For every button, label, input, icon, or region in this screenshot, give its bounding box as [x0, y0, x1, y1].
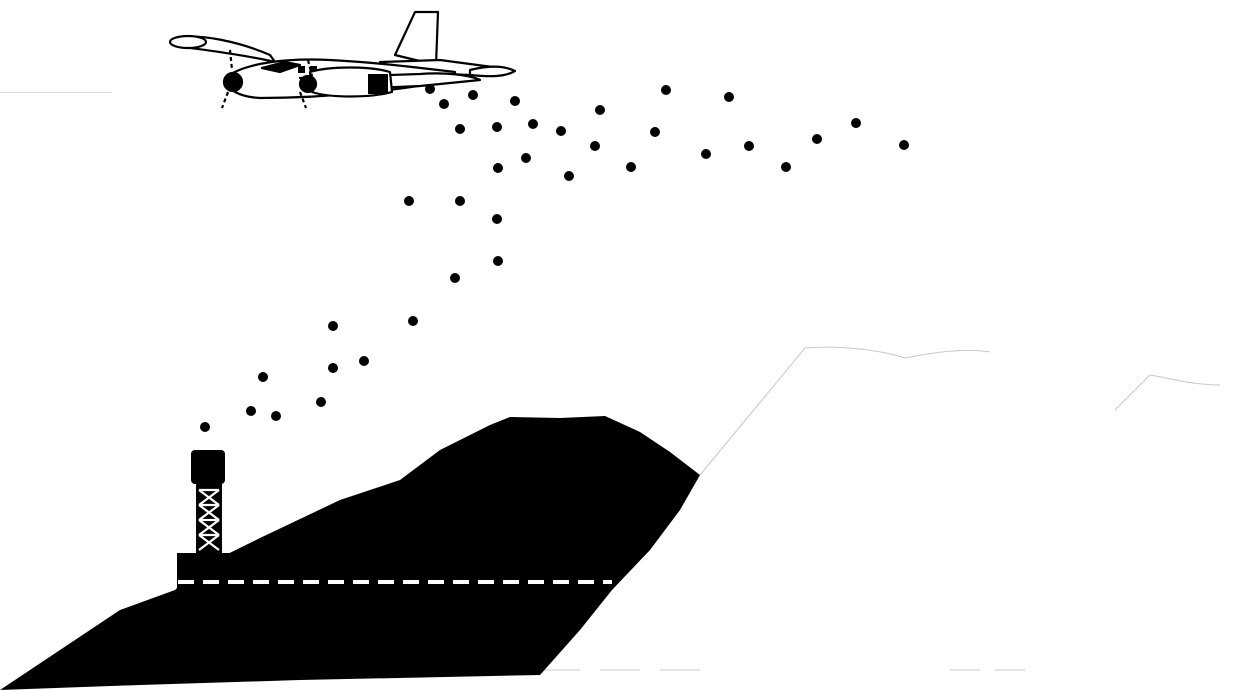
particle-dot [556, 126, 566, 136]
particle-dot [564, 171, 574, 181]
particle-dot [258, 372, 268, 382]
particle-dot [271, 411, 281, 421]
particle-dot [661, 85, 671, 95]
particle-dot [899, 140, 909, 150]
particle-dot [510, 96, 520, 106]
particle-dot [851, 118, 861, 128]
particle-dot [781, 162, 791, 172]
particle-dot [359, 356, 369, 366]
airplane-icon [170, 12, 515, 108]
particle-dot [439, 99, 449, 109]
tower-base [177, 553, 237, 593]
particle-dot [744, 141, 754, 151]
particle-dot [650, 127, 660, 137]
particle-dot [408, 316, 418, 326]
particle-dot [455, 124, 465, 134]
hill-silhouette [0, 416, 700, 690]
particle-dot [468, 90, 478, 100]
particle-cloud [200, 84, 909, 432]
particle-dot [528, 119, 538, 129]
particle-dot [450, 273, 460, 283]
particle-dot [812, 134, 822, 144]
particle-dot [521, 153, 531, 163]
particle-dot [492, 214, 502, 224]
particle-dot [724, 92, 734, 102]
particle-dot [701, 149, 711, 159]
particle-dot [455, 196, 465, 206]
particle-dot [328, 321, 338, 331]
particle-dot [493, 256, 503, 266]
particle-dot [493, 163, 503, 173]
particle-dot [246, 406, 256, 416]
particle-dot [590, 141, 600, 151]
tower-icon [191, 450, 225, 554]
particle-dot [200, 422, 210, 432]
particle-dot [626, 162, 636, 172]
particle-dot [404, 196, 414, 206]
particle-dot [595, 105, 605, 115]
particle-dot [316, 397, 326, 407]
particle-dot [492, 122, 502, 132]
particle-dot [328, 363, 338, 373]
